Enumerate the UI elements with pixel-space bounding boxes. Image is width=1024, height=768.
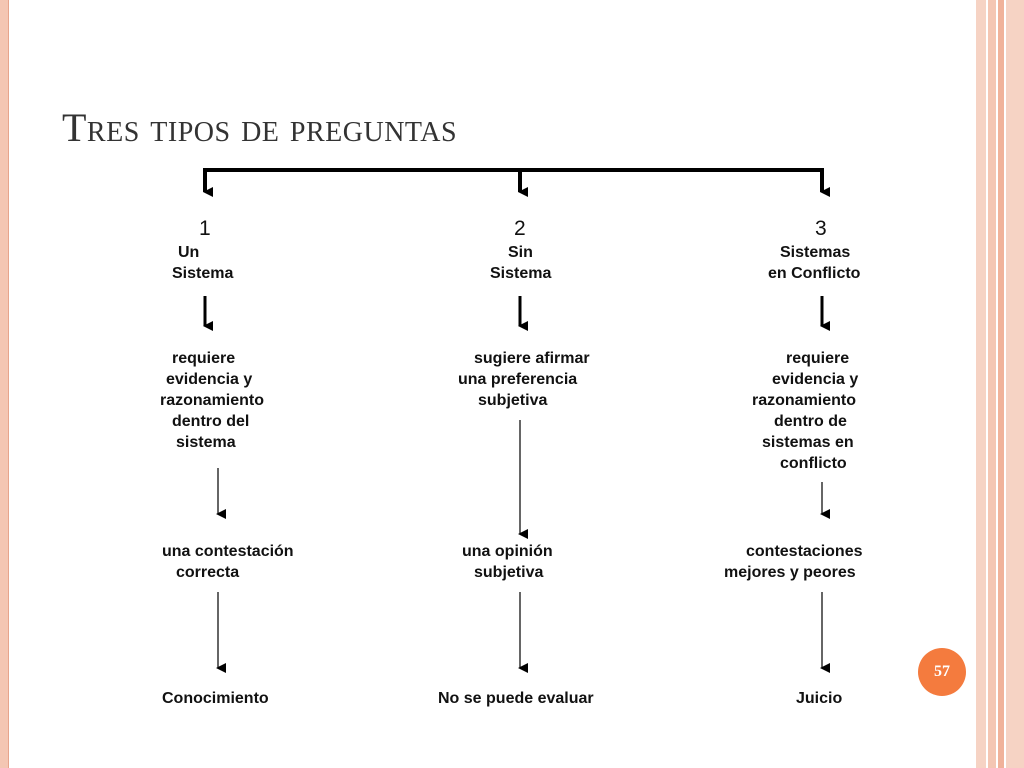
col2-heading: Sin Sistema (490, 244, 552, 282)
col3-answer: contestaciones mejores y peores (724, 543, 863, 581)
col3-number: 3 (815, 217, 827, 240)
col1-result: Conocimiento (162, 690, 269, 707)
col3-heading: Sistemas en Conflicto (768, 244, 861, 282)
col1-answer: una contestación correcta (162, 543, 294, 581)
col2-answer: una opinión subjetiva (462, 543, 553, 581)
col2-requirement: sugiere afirmar una preferencia subjetiv… (458, 350, 590, 409)
col2-number: 2 (514, 217, 526, 240)
col3-requirement: requiere evidencia y razonamiento dentro… (752, 350, 859, 472)
col3-result: Juicio (796, 690, 843, 707)
col1-requirement: requiere evidencia y razonamiento dentro… (160, 350, 265, 451)
col2-result: No se puede evaluar (438, 690, 594, 707)
right-decorative-border (976, 0, 1024, 768)
col1-number: 1 (199, 217, 211, 240)
slide-title: Tres tipos de preguntas (62, 105, 458, 150)
col1-heading: Un Sistema (172, 244, 234, 282)
page-number-badge: 57 (918, 648, 966, 696)
left-decorative-border (0, 0, 9, 768)
